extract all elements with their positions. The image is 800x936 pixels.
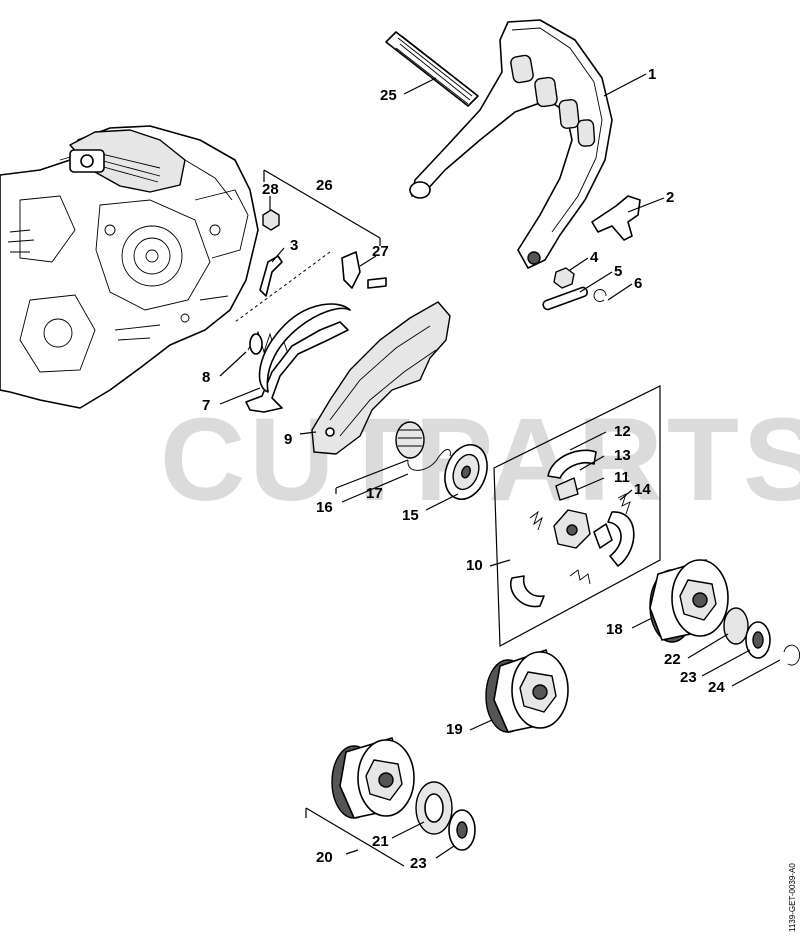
callout-27: 27 [372,243,389,260]
assembly-dash-line [234,251,331,323]
part-3-clip [259,255,283,297]
callout-15: 15 [402,507,419,524]
callout-3: 3 [290,237,298,254]
part-15-washer [444,444,488,500]
callout-13: 13 [614,447,631,464]
part-23-washer-a [745,621,771,659]
clutch-kit-box [493,385,661,647]
callout-20: 20 [316,849,333,866]
document-id: 1139-GET-0039-A0 [788,863,797,932]
part-27-screw [367,277,387,289]
part-2-lever [591,195,641,241]
part-18-clutch-drum [649,559,729,643]
part-19-clutch-drum [485,649,569,733]
part-27-bracket [341,251,361,289]
part-4-nut [553,267,575,289]
callout-4: 4 [590,249,599,266]
callout-28: 28 [262,181,279,198]
part-28-nut [262,209,280,231]
part-6-clip [593,289,607,302]
callout-5: 5 [614,263,622,280]
part-16-spring-coil [395,421,451,471]
part-24-circlip [783,644,800,666]
callout-14: 14 [634,481,651,498]
part-1-hand-guard [409,19,613,269]
callout-16: 16 [316,499,333,516]
part-10-clutch [509,449,635,608]
leader-lines [219,73,781,867]
part-23-washer-b [448,809,476,851]
callout-21: 21 [372,833,389,850]
callout-23b: 23 [410,855,427,872]
callout-11: 11 [614,469,630,486]
part-9-brake-housing [311,301,451,455]
callout-2: 2 [666,189,674,206]
engine-housing-drawing [0,125,259,409]
part-20-clutch-drum [331,737,415,819]
part-7-brake-band [245,303,351,413]
callout-22: 22 [664,651,681,668]
callout-24: 24 [708,679,725,696]
callout-17: 17 [366,485,383,502]
callout-18: 18 [606,621,623,638]
callout-7: 7 [202,397,210,414]
callout-23a: 23 [680,669,697,686]
callout-19: 19 [446,721,463,738]
callout-10: 10 [466,557,483,574]
part-21-rim-sprocket [415,781,453,835]
callout-6: 6 [634,275,642,292]
part-25-plate [385,31,479,107]
callout-26: 26 [316,177,333,194]
part-5-link [542,286,588,311]
callout-8: 8 [202,369,210,386]
callout-12: 12 [614,423,631,440]
part-22-needle-cage [723,607,749,645]
callout-labels: 1 2 3 4 5 6 7 8 9 10 11 12 13 14 15 16 1… [202,66,725,872]
callout-9: 9 [284,431,292,448]
callout-25: 25 [380,87,397,104]
callout-1: 1 [648,66,656,83]
